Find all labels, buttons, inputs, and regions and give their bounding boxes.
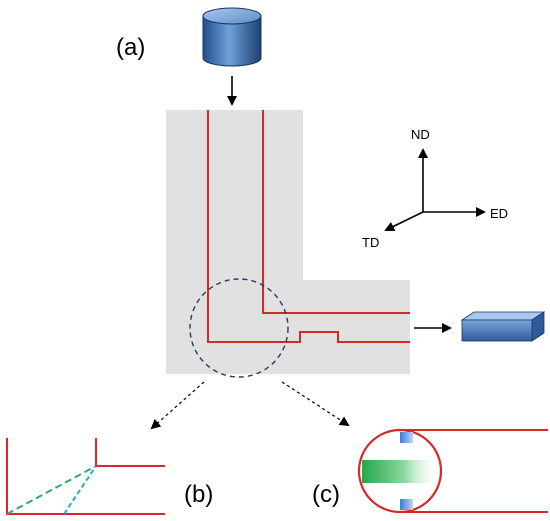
shear-line-cyan <box>63 465 97 515</box>
shear-zone-circle <box>189 278 289 378</box>
detail-arrow-b <box>150 381 205 430</box>
die-body <box>166 110 410 374</box>
extruded-bar-icon <box>460 311 546 342</box>
axis-nd-label: ND <box>411 127 430 142</box>
detail-arrow-c <box>281 381 350 427</box>
lower-blue-block <box>400 499 413 510</box>
axis-td-label: TD <box>362 235 379 250</box>
billet-cylinder-icon <box>202 7 262 67</box>
detail-c <box>357 428 548 514</box>
shear-line-green <box>6 465 97 515</box>
green-band <box>362 460 440 483</box>
upper-blue-block <box>400 432 413 443</box>
axis-ed-label: ED <box>490 206 508 221</box>
label-a: (a) <box>116 34 145 61</box>
detail-b <box>6 438 165 515</box>
coordinate-axes-icon <box>384 148 486 231</box>
label-b: (b) <box>184 481 213 508</box>
label-c: (c) <box>312 481 340 508</box>
channel-walls <box>207 110 410 343</box>
